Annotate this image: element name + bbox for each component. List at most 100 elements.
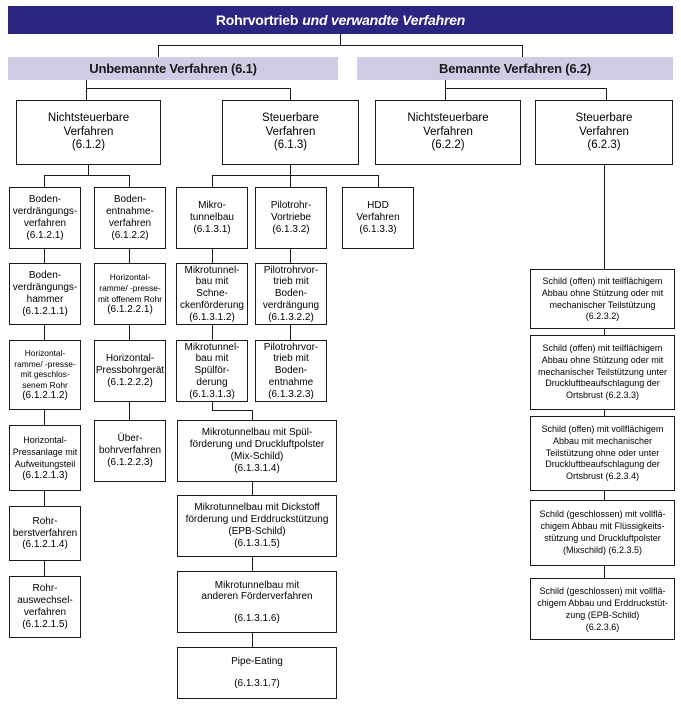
node-6-1-3-2[interactable]: Pilotrohr- Vortriebe (6.1.3.2) — [255, 187, 327, 249]
node-6-1-3[interactable]: Steuerbare Verfahren (6.1.3) — [222, 100, 359, 165]
node-6-1-3-2-2-title: Pilotrohrvor- trieb mit Boden- verdrängu… — [262, 264, 320, 311]
node-6-1-2-line1: Nichtsteuerbare — [47, 112, 130, 125]
node-6-2-3-2[interactable]: Schild (offen) mit teilflächigem Abbau o… — [530, 269, 675, 329]
node-6-1-2-1-2-title: Horizontal- ramme/ -presse- mit geschlos… — [14, 348, 76, 390]
node-6-1-2-2-num: (6.1.2.2) — [111, 229, 149, 241]
node-6-1-3-1-3[interactable]: Mikrotunnel- bau mit Spülför- derung (6.… — [176, 340, 248, 402]
node-6-1-3-line2: Verfahren — [265, 125, 316, 138]
connector-613115-to-613116 — [252, 557, 253, 571]
node-6-1-2-1-5-num: (6.1.2.1.5) — [22, 618, 68, 630]
node-6-2-3-line2: Verfahren — [579, 125, 629, 138]
connector-6122-to-61221 — [129, 249, 130, 263]
node-6-1-2-2-3[interactable]: Über- bohrverfahren (6.1.2.2.3) — [94, 420, 166, 482]
connector-g2-to-622 — [445, 88, 446, 100]
node-6-1-2-1[interactable]: Boden- verdrängungs- verfahren (6.1.2.1) — [9, 187, 81, 249]
node-6-1-2-1-5[interactable]: Rohr- auswechsel- verfahren (6.1.2.1.5) — [9, 576, 81, 638]
node-6-2-2-line1: Nichtsteuerbare — [407, 112, 489, 125]
connector-613222-to-613223 — [290, 325, 291, 340]
node-6-1-3-2-3-num: (6.1.3.2.3) — [268, 388, 314, 400]
node-6-1-2-1-1[interactable]: Boden- verdrängungs- hammer (6.1.2.1.1) — [9, 263, 81, 325]
connector-61211-to-61212 — [44, 325, 45, 340]
node-6-1-2-1-4-title: Rohr- berstverfahren — [12, 515, 78, 539]
node-6-1-3-1-2[interactable]: Mikrotunnel- bau mit Schne- ckenförderun… — [176, 263, 248, 325]
root-title-main: Rohrvortrieb — [215, 12, 299, 28]
node-6-1-2-2-1[interactable]: Horizontal- ramme/ -presse- mit offenem … — [94, 263, 166, 325]
node-6-1-3-1-4[interactable]: Mikrotunnelbau mit Spül- förderung und D… — [177, 420, 337, 482]
connector-613-to-6132 — [290, 175, 291, 187]
connector-613-to-6133 — [378, 175, 379, 187]
node-6-1-2-1-title: Boden- verdrängungs- verfahren — [12, 194, 78, 229]
node-6-1-2[interactable]: Nichtsteuerbare Verfahren (6.1.2) — [16, 100, 161, 165]
node-6-1-3-num: (6.1.3) — [273, 139, 308, 152]
node-6-1-2-2-3-num: (6.1.2.2.3) — [107, 456, 153, 468]
connector-6235-to-6236 — [604, 566, 605, 578]
connector-g2-stem — [445, 80, 446, 88]
connector-merge-down — [252, 410, 253, 420]
node-6-2-3-3[interactable]: Schild (offen) mit teilflächigem Abbau o… — [530, 335, 675, 410]
node-6-1-3-1-4-num: (6.1.3.1.4) — [234, 462, 280, 474]
node-6-1-3-1-5-title: Mikrotunnelbau mit Dickstoff förderung u… — [185, 502, 329, 537]
node-6-2-2-num: (6.2.2) — [431, 139, 465, 152]
connector-g1-stem — [86, 80, 87, 88]
node-6-1-2-1-2[interactable]: Horizontal- ramme/ -presse- mit geschlos… — [9, 340, 81, 410]
node-6-1-3-1-5[interactable]: Mikrotunnelbau mit Dickstoff förderung u… — [177, 495, 337, 557]
connector-61222-to-61223 — [129, 402, 130, 420]
node-6-2-3-6-num: (6.2.3.6) — [585, 621, 620, 632]
node-6-1-2-2[interactable]: Boden- entnahme- verfahren (6.1.2.2) — [94, 187, 166, 249]
connector-61212-to-61213 — [44, 410, 45, 425]
node-6-1-3-1-title: Mikro- tunnelbau — [190, 200, 234, 224]
node-6-2-2[interactable]: Nichtsteuerbare Verfahren (6.2.2) — [375, 100, 521, 165]
node-6-2-3-4[interactable]: Schild (offen) mit vollflächigem Abbau m… — [530, 416, 675, 491]
node-6-1-2-2-2-title: Horizontal- Pressbohrgerät — [95, 353, 165, 377]
node-6-1-2-1-3-title: Horizontal- Pressanlage mit Aufweitungst… — [12, 434, 78, 470]
node-6-1-3-2-2-num: (6.1.3.2.2) — [268, 311, 314, 323]
node-6-2-3-5-title: Schild (geschlossen) mit vollflä- chigem… — [539, 509, 666, 555]
node-6-1-2-1-4-num: (6.1.2.1.4) — [22, 539, 68, 551]
connector-6121-to-61211 — [44, 249, 45, 263]
node-6-1-3-2-2[interactable]: Pilotrohrvor- trieb mit Boden- verdrängu… — [255, 263, 327, 325]
node-6-1-2-2-2[interactable]: Horizontal- Pressbohrgerät (6.1.2.2.2) — [94, 340, 166, 402]
connector-6132-to-613222 — [290, 249, 291, 263]
node-6-1-3-1[interactable]: Mikro- tunnelbau (6.1.3.1) — [176, 187, 248, 249]
node-6-1-2-1-3[interactable]: Horizontal- Pressanlage mit Aufweitungst… — [9, 425, 81, 491]
node-6-1-2-1-5-title: Rohr- auswechsel- verfahren — [17, 583, 73, 618]
node-6-1-2-2-3-title: Über- bohrverfahren — [98, 433, 162, 457]
connector-613116-to-613117 — [252, 633, 253, 647]
node-6-1-3-2-3[interactable]: Pilotrohrvor- trieb mit Boden- entnahme … — [255, 340, 327, 402]
connector-g2-to-623 — [606, 88, 607, 100]
group-bar-bemannte-label: Bemannte Verfahren (6.2) — [439, 61, 591, 76]
node-6-2-3-line1: Steuerbare — [575, 112, 633, 125]
node-6-2-3[interactable]: Steuerbare Verfahren (6.2.3) — [535, 100, 673, 165]
node-6-1-3-1-6[interactable]: Mikrotunnelbau mit anderen Förderverfahr… — [177, 571, 337, 633]
node-6-1-3-1-4-title: Mikrotunnelbau mit Spül- förderung und D… — [189, 427, 325, 462]
connector-merge-left-stem — [212, 402, 213, 410]
root-title-bar: Rohrvortrieb und verwandte Verfahren — [8, 6, 673, 34]
node-6-1-2-num: (6.1.2) — [71, 139, 106, 152]
group-bar-unbemannte-label: Unbemannte Verfahren (6.1) — [89, 61, 257, 76]
node-6-2-3-num: (6.2.3) — [587, 139, 621, 152]
connector-623-drop — [604, 165, 605, 269]
node-6-2-2-line2: Verfahren — [423, 125, 473, 138]
node-6-1-3-2-num: (6.1.3.2) — [272, 223, 310, 235]
node-6-1-3-3[interactable]: HDD Verfahren (6.1.3.3) — [342, 187, 414, 249]
connector-61213-to-61214 — [44, 491, 45, 506]
connector-root-to-group-0 — [158, 45, 159, 57]
node-6-1-2-1-1-title: Boden- verdrängungs- hammer — [12, 270, 78, 305]
node-6-2-3-6[interactable]: Schild (geschlossen) mit vollflä- chigem… — [530, 578, 675, 640]
connector-613-stem — [290, 165, 291, 175]
node-6-1-3-1-6-num: (6.1.3.1.6) — [234, 612, 280, 624]
node-6-1-2-1-4[interactable]: Rohr- berstverfahren (6.1.2.1.4) — [9, 506, 81, 561]
node-6-2-3-5[interactable]: Schild (geschlossen) mit vollflä- chigem… — [530, 500, 675, 566]
node-6-1-2-2-1-num: (6.1.2.2.1) — [107, 304, 153, 316]
node-6-1-3-1-7[interactable]: Pipe-Eating (6.1.3.1.7) — [177, 647, 337, 699]
connector-612-bus — [44, 175, 129, 176]
connector-root-bus — [158, 45, 523, 46]
connector-root-to-group-1 — [522, 45, 523, 57]
node-6-1-3-2-3-title: Pilotrohrvor- trieb mit Boden- entnahme — [263, 341, 319, 388]
node-6-1-3-1-2-title: Mikrotunnel- bau mit Schne- ckenförderun… — [180, 264, 244, 311]
node-6-1-2-1-3-num: (6.1.2.1.3) — [22, 470, 68, 482]
connector-613112-to-613113 — [212, 325, 213, 340]
connector-613-bus — [212, 175, 379, 176]
node-6-1-3-1-6-title: Mikrotunnelbau mit anderen Förderverfahr… — [201, 579, 313, 603]
